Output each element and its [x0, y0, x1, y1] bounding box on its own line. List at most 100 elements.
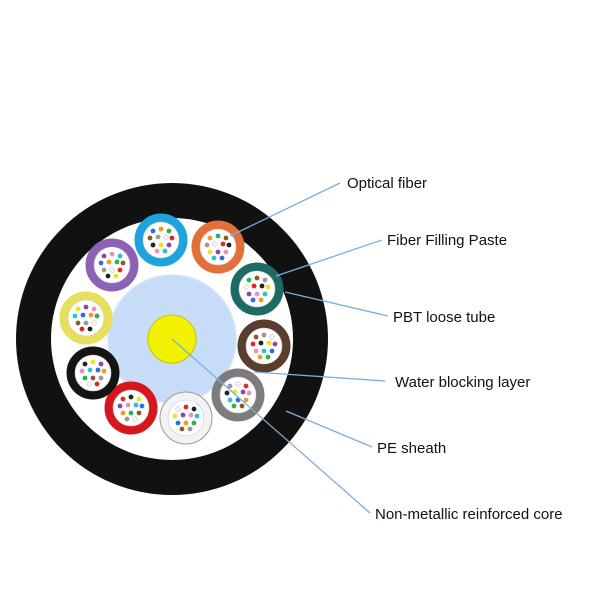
- optical-fiber: [101, 253, 107, 259]
- leader-reinforced-core: [171, 338, 371, 514]
- optical-fiber: [109, 251, 115, 257]
- optical-fiber: [72, 313, 78, 319]
- optical-fiber: [254, 291, 260, 297]
- optical-fiber: [269, 334, 275, 340]
- white-tube: [159, 391, 213, 445]
- optical-fiber: [219, 255, 225, 261]
- optical-fiber: [269, 348, 275, 354]
- optical-fiber: [250, 341, 256, 347]
- optical-fiber: [87, 367, 93, 373]
- optical-fiber: [79, 326, 85, 332]
- optical-fiber: [246, 277, 252, 283]
- brown-tube: [237, 319, 291, 373]
- red-tube: [104, 381, 158, 435]
- optical-fiber: [150, 228, 156, 234]
- label-pe-sheath: PE sheath: [377, 440, 446, 457]
- optical-fiber: [223, 235, 229, 241]
- optical-fiber: [120, 260, 126, 266]
- optical-fiber: [101, 368, 107, 374]
- optical-fiber: [215, 249, 221, 255]
- optical-fiber: [125, 402, 131, 408]
- optical-fiber: [75, 320, 81, 326]
- optical-fiber: [105, 273, 111, 279]
- optical-fiber: [114, 259, 120, 265]
- optical-fiber: [80, 312, 86, 318]
- leader-filling-paste: [275, 239, 383, 277]
- yellow-tube: [59, 291, 113, 345]
- optical-fiber: [259, 283, 265, 289]
- optical-fiber: [246, 291, 252, 297]
- optical-fiber: [98, 375, 104, 381]
- optical-fiber: [240, 389, 246, 395]
- optical-fiber: [117, 253, 123, 259]
- label-pbt-loose-tube: PBT loose tube: [393, 309, 495, 326]
- loose-tubes: [59, 213, 291, 445]
- optical-fiber: [266, 340, 272, 346]
- optical-fiber: [163, 234, 169, 240]
- optical-fiber: [124, 416, 130, 422]
- optical-fiber: [220, 241, 226, 247]
- leader-lines: [171, 182, 389, 514]
- optical-fiber: [169, 235, 175, 241]
- optical-fiber: [95, 367, 101, 373]
- optical-fiber: [90, 359, 96, 365]
- optical-fiber: [175, 406, 181, 412]
- optical-fiber: [243, 284, 249, 290]
- optical-fiber: [82, 361, 88, 367]
- optical-fiber: [162, 248, 168, 254]
- optical-fiber: [175, 420, 181, 426]
- optical-fiber: [75, 306, 81, 312]
- optical-fiber: [87, 326, 93, 332]
- optical-fiber: [257, 354, 263, 360]
- leader-water-blocking: [253, 371, 386, 382]
- optical-fiber: [243, 383, 249, 389]
- optical-fiber: [253, 348, 259, 354]
- optical-fiber: [224, 390, 230, 396]
- optical-fiber: [91, 320, 97, 326]
- orange-tube: [191, 220, 245, 274]
- optical-fiber: [253, 334, 259, 340]
- optical-fiber: [166, 242, 172, 248]
- optical-fiber: [82, 375, 88, 381]
- optical-fiber: [258, 297, 264, 303]
- optical-fiber: [191, 420, 197, 426]
- optical-fiber: [235, 381, 241, 387]
- optical-fiber: [83, 320, 89, 326]
- label-fiber-filling-paste: Fiber Filling Paste: [387, 232, 507, 249]
- optical-fiber: [113, 273, 119, 279]
- optical-fiber: [262, 277, 268, 283]
- optical-fiber: [250, 297, 256, 303]
- optical-fiber: [227, 397, 233, 403]
- label-water-blocking-layer: Water blocking layer: [395, 374, 530, 391]
- optical-fiber: [227, 383, 233, 389]
- optical-fiber: [188, 412, 194, 418]
- optical-fiber: [187, 426, 193, 432]
- leader-loose-tube: [284, 291, 389, 317]
- teal-tube: [230, 262, 284, 316]
- optical-fiber: [246, 390, 252, 396]
- optical-fiber: [154, 248, 160, 254]
- optical-fiber: [254, 275, 260, 281]
- optical-fiber: [147, 235, 153, 241]
- optical-fiber: [86, 381, 92, 387]
- optical-fiber: [179, 426, 185, 432]
- optical-fiber: [204, 242, 210, 248]
- optical-fiber: [101, 267, 107, 273]
- optical-fiber: [120, 396, 126, 402]
- optical-fiber: [117, 403, 123, 409]
- optical-fiber: [172, 413, 178, 419]
- optical-fiber: [239, 403, 245, 409]
- black-tube: [66, 346, 120, 400]
- optical-fiber: [231, 403, 237, 409]
- optical-fiber: [132, 416, 138, 422]
- optical-fiber: [211, 255, 217, 261]
- optical-fiber: [183, 404, 189, 410]
- optical-fiber: [183, 420, 189, 426]
- optical-fiber: [150, 242, 156, 248]
- optical-fiber: [128, 410, 134, 416]
- optical-fiber: [194, 413, 200, 419]
- optical-fiber: [262, 291, 268, 297]
- optical-fiber: [94, 313, 100, 319]
- optical-fiber: [133, 402, 139, 408]
